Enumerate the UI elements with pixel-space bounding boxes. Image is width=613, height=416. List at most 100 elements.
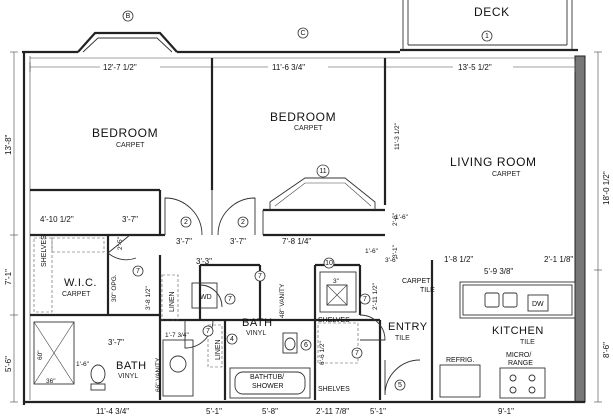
dim-small-1-6: 1'-6" [395,214,409,221]
svg-text:7: 7 [228,296,232,303]
room-kitchen-floor: TILE [520,339,535,346]
svg-text:7: 7 [363,296,367,303]
fixtures [33,237,359,399]
label-micro-line1: MICRO/ [506,352,531,359]
dim-bath-1-6: 1'-6" [76,361,90,368]
dim-small-3-1: 3'-1" [392,244,399,258]
dim-living-width: 13'-5 1/2" [458,63,492,72]
dim-closet-w4: 3'-7" [230,237,246,246]
label-refrigerator: REFRIG. [446,357,474,364]
dim-w60: 60" [37,350,44,360]
dim-kit-2-1: 2'-1 1/8" [544,255,573,264]
dim-kit-5-9: 5'-9 3/8" [484,267,513,276]
svg-text:11: 11 [319,168,326,175]
label-shelves-bath: SHELVES [318,317,350,324]
tag-7a: 7 [254,270,266,282]
room-bedroom2-name: BEDROOM [270,110,336,124]
tag-7e: 7 [351,347,363,359]
dim-kit-1-8: 1'-8 1/2" [444,255,473,264]
svg-text:B: B [126,13,131,20]
right-dimension-lines [594,51,602,403]
tag-7c: 7 [202,325,214,337]
left-dimension-lines [10,51,18,403]
svg-text:2: 2 [241,219,245,226]
tag-2a: 2 [180,216,192,228]
room-deck-name: DECK [474,5,510,19]
dim-small-1-6b: 1'-6" [365,248,379,255]
dim-bed1-width: 12'-7 1/2" [103,63,137,72]
dim-vanity-48: 48" VANITY [279,283,286,318]
dim-hall-3-8: 3'-8 1/2" [145,286,152,310]
tag-4: 4 [226,333,238,345]
dim-left-depth: 13'-8" [4,134,13,155]
dim-ent-3-6: 3'-6" [385,257,399,264]
tag-7d: 7 [359,293,371,305]
dim-vanity-66: 66" VANITY [155,357,162,392]
dim-bottom-4: 2'-11 7/8" [316,407,349,416]
label-carpet-transition: CARPET [402,278,431,285]
svg-text:C: C [300,30,305,37]
tag-10: 10 [323,257,335,269]
dim-bottom-5: 5'-1" [370,407,386,416]
dim-bottom-6: 9'-1" [498,407,514,416]
svg-text:7: 7 [355,350,359,357]
dim-closet-h: 2'-5" [117,236,124,250]
dim-hall-3-3: 3'-3" [196,257,212,266]
dim-closet-w1: 4'-10 1/2" [40,215,74,224]
dim-closet-w2: 3'-7" [122,215,138,224]
room-wic-floor: CARPET [62,291,91,298]
exterior-walls [22,0,586,405]
dim-ent-6-6: 6'-6 1/2" [319,341,326,365]
dim-opg: 30" OPG. [111,274,118,302]
label-micro-line2: RANGE [508,360,533,367]
room-wic-name: W.I.C. [64,277,97,289]
tag-6: 6 [300,339,312,351]
dim-small-2-6: 2'-6" [392,212,399,226]
svg-text:10: 10 [325,260,333,267]
dim-closet-w5: 7'-8 1/4" [282,237,311,246]
label-linen-1: LINEN [169,291,176,312]
tag-1: 1 [481,30,493,42]
svg-text:6: 6 [304,342,308,349]
room-bedroom1-floor: CARPET [116,142,145,149]
tag-7f: 7 [132,265,144,277]
svg-text:7: 7 [136,268,140,275]
label-dishwasher: DW [532,301,544,308]
tag-2b: 2 [237,216,249,228]
doors [107,197,421,396]
label-tub-line2: SHOWER [252,383,284,390]
label-shelves-entry: SHELVES [318,386,350,393]
tag-b: B [122,10,134,22]
tag-5: 5 [394,379,406,391]
room-bath2-floor: VINYL [246,330,266,337]
dim-w3: 3" [333,278,340,285]
dim-right-low: 8'-6" [602,342,611,358]
room-kitchen-name: KITCHEN [492,325,544,337]
label-linen-2: LINEN [215,339,222,360]
svg-text:2: 2 [184,219,188,226]
svg-text:1: 1 [485,33,489,40]
dim-closet-w3: 3'-7" [176,237,192,246]
label-tile-transition: TILE [420,287,435,294]
dim-left-mid: 7'-1" [4,269,13,285]
dim-bath-3-7: 3'-7" [108,338,124,347]
dim-bottom-1: 11'-4 3/4" [96,407,129,416]
room-living-floor: CARPET [492,171,521,178]
room-living-name: LIVING ROOM [450,155,537,169]
svg-text:4: 4 [230,336,234,343]
room-bedroom2-floor: CARPET [294,125,323,132]
room-bath1-floor: VINYL [118,373,138,380]
svg-text:7: 7 [258,273,262,280]
room-bath1-name: BATH [116,360,147,372]
label-wd: WD [200,294,212,301]
tag-11: 11 [316,164,330,178]
label-shelves-wic: SHELVES [41,235,48,267]
dim-bottom-3: 5'-8" [262,407,278,416]
dim-left-low: 5'-6" [4,356,13,372]
dim-bottom-2: 5'-1" [206,407,222,416]
svg-text:7: 7 [206,328,210,335]
label-tub-line1: BATHTUB/ [250,374,284,381]
dim-ent-2-11: 2'-11 1/2" [372,282,379,310]
room-bath2-name: BATH [242,317,273,329]
